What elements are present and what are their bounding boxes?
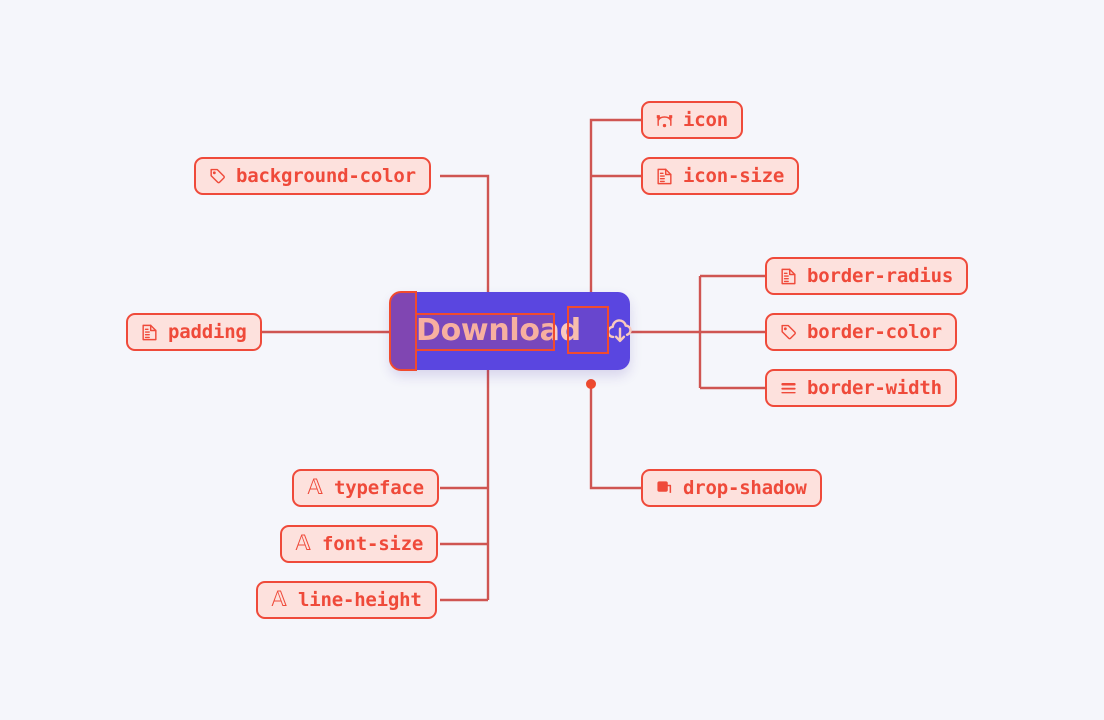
- layers-square-icon: [654, 478, 674, 498]
- annotation-typeface[interactable]: 𝔸 typeface: [292, 469, 439, 507]
- download-button-label: Download: [416, 313, 581, 348]
- annotation-label: font-size: [322, 532, 424, 555]
- annotation-drop-shadow[interactable]: drop-shadow: [641, 469, 822, 507]
- pen-tool-icon: [654, 110, 674, 130]
- wire-icon: [589, 118, 641, 300]
- wire-drop-shadow: [589, 384, 641, 490]
- annotation-border-width[interactable]: border-width: [765, 369, 957, 407]
- button-preview: Download: [389, 291, 632, 371]
- typography-a-icon: 𝔸: [293, 530, 313, 555]
- typography-a-glyph: 𝔸: [307, 474, 323, 499]
- color-swatch-icon: [778, 322, 798, 342]
- annotation-icon[interactable]: icon: [641, 101, 743, 139]
- annotation-line-height[interactable]: 𝔸 line-height: [256, 581, 437, 619]
- annotation-background-color[interactable]: background-color: [194, 157, 431, 195]
- annotation-border-radius[interactable]: border-radius: [765, 257, 969, 295]
- typography-a-icon: 𝔸: [269, 586, 289, 611]
- ruler-icon: [139, 322, 159, 342]
- typography-a-glyph: 𝔸: [271, 586, 287, 611]
- annotation-label: border-width: [807, 376, 942, 399]
- annotation-padding[interactable]: padding: [126, 313, 262, 351]
- annotation-border-color[interactable]: border-color: [765, 313, 957, 351]
- wire-background-color: [440, 174, 490, 300]
- typography-a-glyph: 𝔸: [295, 530, 311, 555]
- annotation-label: border-color: [807, 320, 942, 343]
- annotation-label: icon: [683, 108, 728, 131]
- annotation-label: icon-size: [683, 164, 785, 187]
- annotation-label: drop-shadow: [683, 476, 807, 499]
- annotation-label: line-height: [298, 588, 422, 611]
- typography-a-icon: 𝔸: [305, 474, 325, 499]
- annotation-font-size[interactable]: 𝔸 font-size: [280, 525, 439, 563]
- annotation-label: border-radius: [807, 264, 954, 287]
- color-swatch-icon: [207, 166, 227, 186]
- download-button[interactable]: Download: [390, 292, 632, 370]
- line-weight-icon: [778, 378, 798, 398]
- ruler-icon: [654, 166, 674, 186]
- annotation-label: padding: [168, 320, 247, 343]
- wire-dot-drop-shadow: [586, 379, 596, 389]
- annotation-icon-size[interactable]: icon-size: [641, 157, 800, 195]
- annotation-label: typeface: [334, 476, 424, 499]
- ruler-icon: [778, 266, 798, 286]
- cloud-download-icon: [603, 313, 637, 349]
- annotation-label: background-color: [236, 164, 416, 187]
